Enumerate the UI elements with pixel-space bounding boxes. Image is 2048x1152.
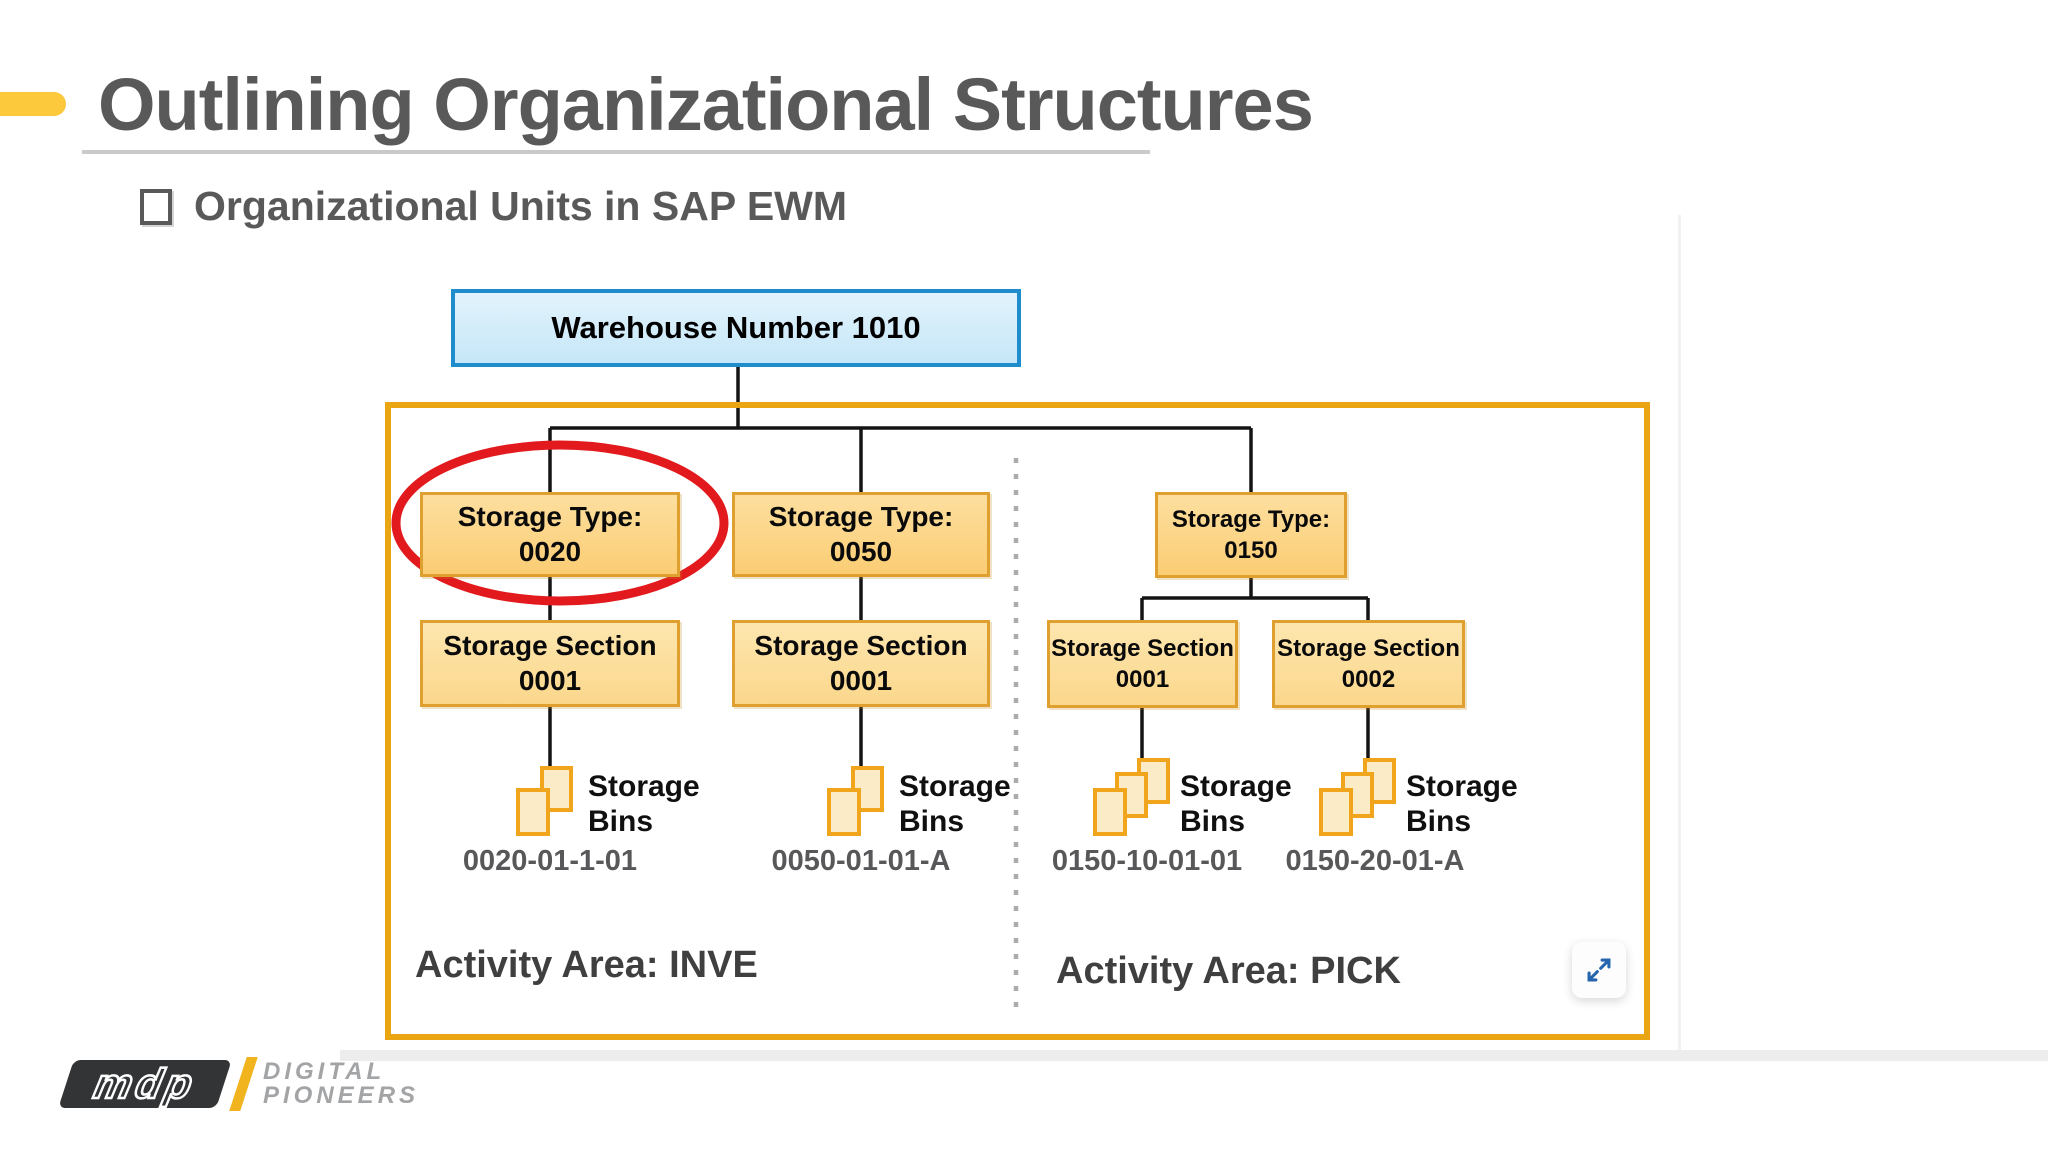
bullet-label: Organizational Units in SAP EWM	[194, 183, 848, 229]
storage-section-box: Storage Section 0001	[1047, 620, 1238, 708]
company-logo: mdp DIGITAL PIONEERS	[58, 1056, 420, 1112]
embedded-image-edge	[1678, 215, 1681, 1053]
mdp-logo-text: mdp	[88, 1059, 201, 1109]
storage-bin-code: 0150-20-01-A	[1285, 845, 1465, 877]
storage-type-label: Storage Type:	[1171, 505, 1331, 533]
storage-section-box: Storage Section 0001	[732, 620, 990, 707]
bullet-row: Organizational Units in SAP EWM	[140, 183, 848, 229]
activity-area-pick-label: Activity Area: PICK	[1056, 950, 1401, 992]
storage-bin-code: 0150-10-01-01	[1051, 845, 1243, 877]
storage-type-label: Storage Type:	[457, 501, 643, 533]
expand-fullscreen-button[interactable]	[1572, 942, 1626, 998]
expand-fullscreen-icon	[1587, 958, 1611, 982]
storage-bins-label: Storage Bins	[1180, 770, 1292, 838]
warehouse-number-label: Warehouse Number 1010	[551, 310, 921, 345]
embedded-image-edge	[340, 1050, 2048, 1061]
storage-section-code: 0001	[518, 664, 582, 696]
accent-bar	[0, 92, 66, 116]
storage-type-label: Storage Type:	[768, 501, 954, 533]
storage-type-0150-box: Storage Type: 0150	[1155, 492, 1347, 578]
storage-bin-code: 0050-01-01-A	[771, 845, 951, 877]
logo-digital-text: DIGITAL	[263, 1057, 386, 1085]
storage-bins-label: Storage Bins	[588, 770, 700, 838]
storage-bin-code: 0020-01-1-01	[462, 845, 638, 877]
storage-section-label: Storage Section	[1051, 634, 1234, 662]
title-underline	[82, 150, 1150, 154]
storage-section-box: Storage Section 0001	[420, 620, 680, 707]
page-title: Outlining Organizational Structures	[98, 63, 1314, 146]
activity-area-container	[385, 402, 1650, 1040]
storage-type-code: 0020	[518, 535, 582, 567]
logo-slash	[229, 1057, 258, 1111]
storage-type-code: 0150	[1224, 537, 1278, 564]
storage-section-box: Storage Section 0002	[1272, 620, 1465, 708]
storage-section-label: Storage Section	[443, 630, 657, 662]
storage-type-0050-box: Storage Type: 0050	[732, 492, 990, 577]
storage-section-label: Storage Section	[1277, 634, 1460, 662]
storage-section-code: 0002	[1341, 666, 1396, 693]
mdp-logo-mark: mdp	[58, 1059, 232, 1109]
storage-bins-label: Storage Bins	[1406, 770, 1518, 838]
storage-section-code: 0001	[1115, 666, 1170, 693]
storage-type-code: 0050	[829, 535, 893, 567]
storage-type-0020-box: Storage Type: 0020	[420, 492, 680, 577]
storage-section-code: 0001	[829, 664, 893, 696]
highlight-circle	[391, 440, 729, 606]
square-bullet-icon	[140, 189, 172, 225]
storage-section-label: Storage Section	[754, 630, 968, 662]
activity-area-inve-label: Activity Area: INVE	[415, 944, 758, 986]
storage-bins-label: Storage Bins	[899, 770, 1011, 838]
warehouse-number-box: Warehouse Number 1010	[451, 289, 1021, 367]
logo-pioneers-text: PIONEERS	[263, 1082, 420, 1109]
